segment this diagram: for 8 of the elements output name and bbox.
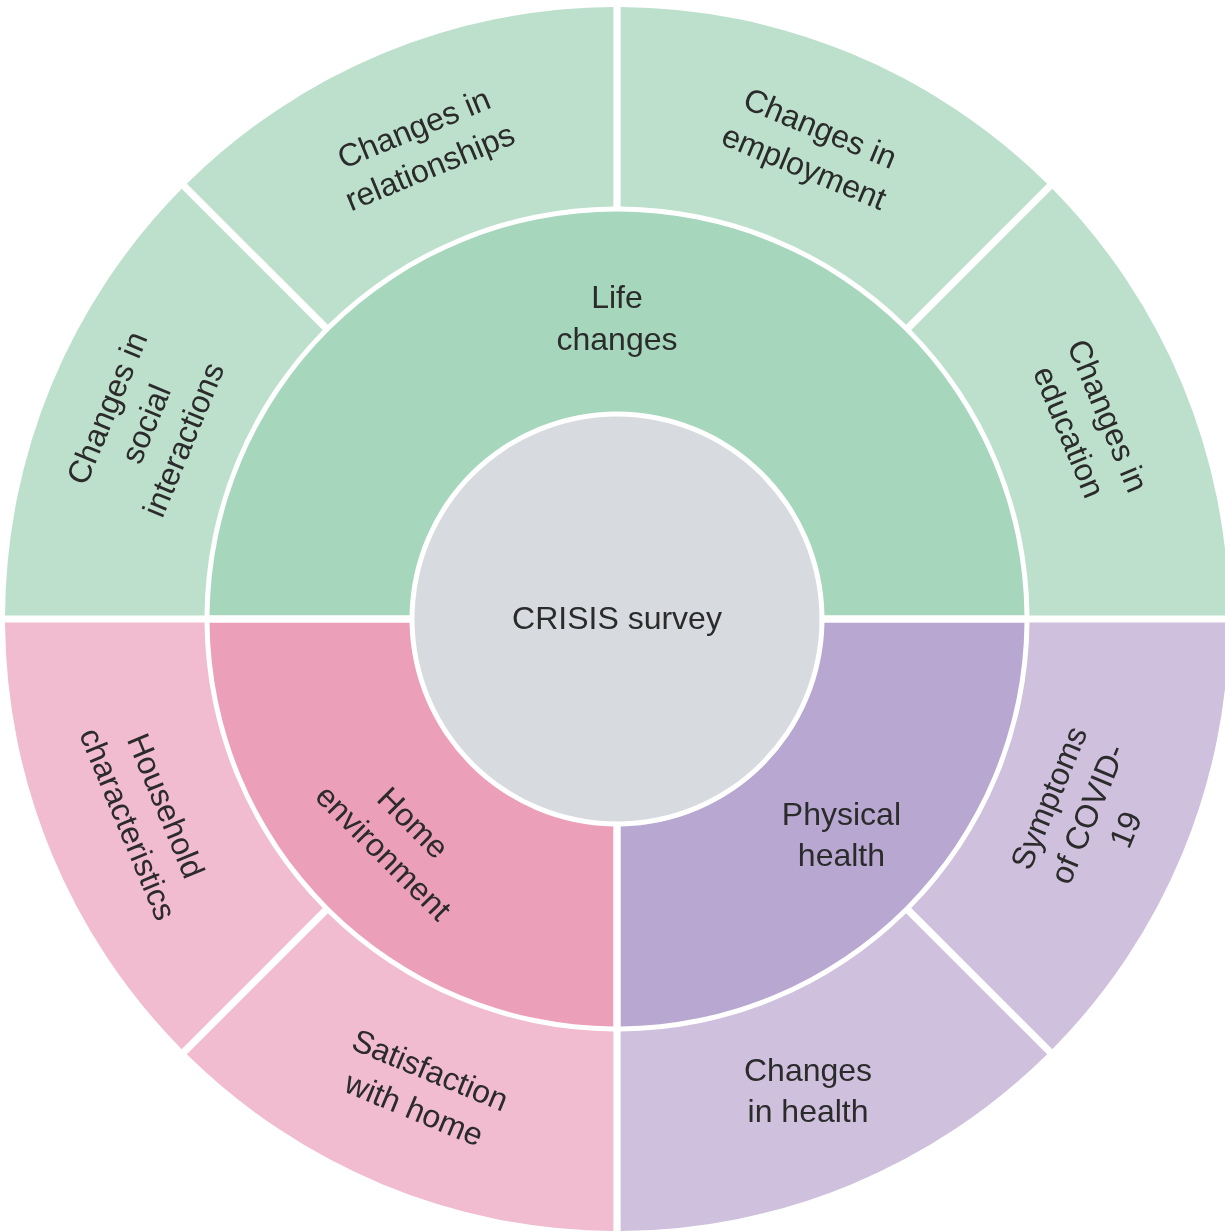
segment-label: Changes in health — [743, 1051, 874, 1132]
segment-label: CRISIS survey — [511, 599, 723, 639]
ring-segment — [911, 622, 1225, 1050]
ring-segment — [5, 188, 323, 616]
ring-segment — [620, 913, 1048, 1231]
ring-segment — [911, 188, 1225, 616]
segment-label: Life changes — [555, 278, 679, 359]
segment-label: Physical health — [780, 795, 902, 876]
